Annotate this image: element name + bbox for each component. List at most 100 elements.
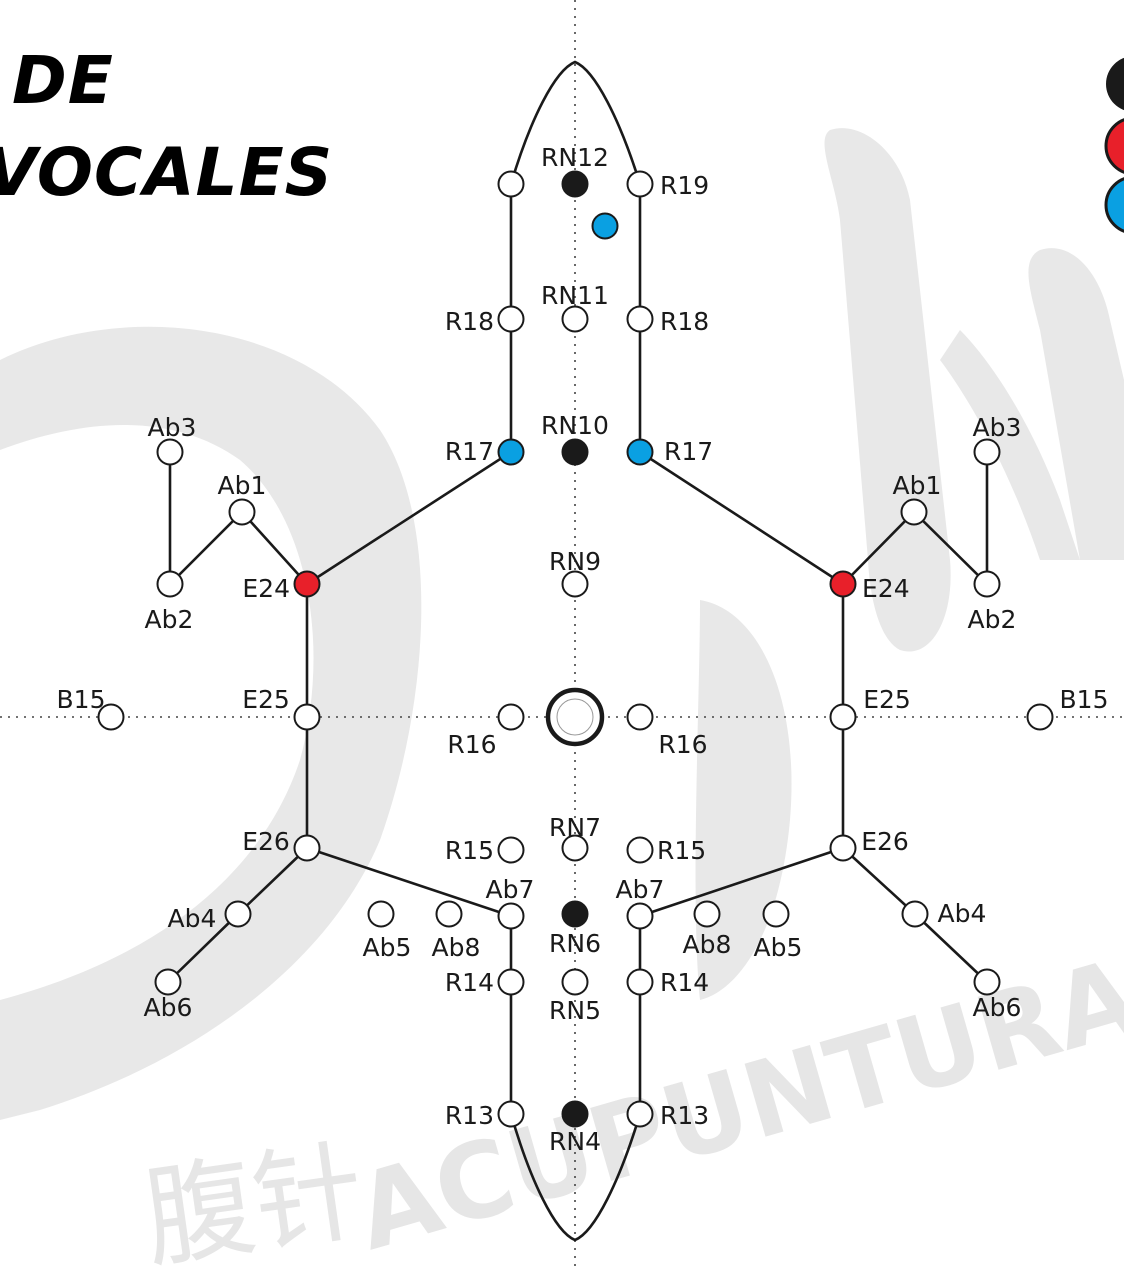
point-ab7-left: Ab7 — [486, 875, 535, 930]
point-e25-left: E25 — [242, 685, 321, 731]
point-marker-ab1-left — [228, 498, 256, 526]
point-e24-right: E24 — [829, 570, 910, 603]
watermark-brush-stroke-right-2 — [1028, 248, 1124, 560]
point-marker-e25-right — [829, 703, 857, 731]
point-marker-e26-left — [293, 834, 321, 862]
point-marker-r17-left — [497, 438, 525, 466]
point-marker-ab5-left — [367, 900, 395, 928]
point-marker-blue-upper — [591, 212, 619, 240]
point-label-e26-right: E26 — [861, 827, 909, 856]
point-label-r18-left: R18 — [445, 307, 494, 336]
point-label-b15-left: B15 — [57, 685, 106, 714]
point-label-r15-left: R15 — [445, 836, 494, 865]
point-marker-ab4-left — [224, 900, 252, 928]
point-label-e25-right: E25 — [863, 685, 911, 714]
point-rn12: RN12 — [541, 143, 609, 198]
point-ab6-left: Ab6 — [144, 968, 192, 1022]
point-marker-e24-right — [829, 570, 857, 598]
point-r14-right: R14 — [626, 968, 709, 997]
point-marker-ab7-right — [626, 902, 654, 930]
point-label-e26-left: E26 — [242, 827, 290, 856]
point-label-ab7-right: Ab7 — [616, 875, 665, 904]
point-label-rn11: RN11 — [541, 281, 609, 310]
point-label-ab7-left: Ab7 — [486, 875, 535, 904]
point-ab4-left: Ab4 — [168, 900, 252, 933]
point-rn9: RN9 — [549, 547, 601, 598]
point-ab3-left: Ab3 — [148, 413, 196, 466]
point-label-rn6: RN6 — [549, 929, 601, 958]
point-marker-r16-left — [497, 703, 525, 731]
point-r16-left: R16 — [447, 703, 525, 759]
point-label-r14-left: R14 — [445, 968, 494, 997]
point-label-ab1-left: Ab1 — [218, 471, 267, 500]
point-r15-left: R15 — [445, 836, 525, 865]
point-e26-left: E26 — [242, 827, 321, 862]
point-r18-right: R18 — [626, 305, 709, 336]
point-r19-right: R19 — [626, 170, 709, 200]
point-rn11: RN11 — [541, 281, 609, 333]
point-label-ab4-left: Ab4 — [168, 904, 217, 933]
point-label-ab5-left: Ab5 — [363, 933, 412, 962]
point-marker-r13-right — [626, 1100, 654, 1128]
left-e26-ab7-line — [306, 846, 512, 918]
point-label-ab1-right: Ab1 — [893, 471, 942, 500]
point-marker-e25-left — [293, 703, 321, 731]
point-label-rn7: RN7 — [549, 813, 601, 842]
point-marker-ab5-right — [762, 900, 790, 928]
point-rn7: RN7 — [549, 813, 601, 862]
point-b15-left: B15 — [57, 685, 125, 731]
point-marker-ab6-right — [973, 968, 1001, 996]
point-rn5: RN5 — [549, 968, 601, 1025]
point-label-rn5: RN5 — [549, 996, 601, 1025]
point-label-r17-right: R17 — [664, 437, 713, 466]
point-label-r15-right: R15 — [657, 836, 706, 865]
point-marker-rn7 — [561, 834, 589, 862]
point-marker-rn4 — [561, 1100, 589, 1128]
point-marker-r19-right — [626, 170, 654, 198]
point-marker-ab2-left — [156, 570, 184, 598]
legend-red-dot — [1104, 118, 1124, 174]
watermark-brush-stroke-mid — [695, 600, 792, 1000]
point-marker-ab7-left — [497, 902, 525, 930]
point-marker-r16-right — [626, 703, 654, 731]
point-label-r17-left: R17 — [445, 437, 494, 466]
point-label-r13-left: R13 — [445, 1101, 494, 1130]
point-marker-b15-right — [1026, 703, 1054, 731]
point-r14-left: R14 — [445, 968, 525, 997]
point-marker-r14-left — [497, 968, 525, 996]
point-marker-ab2-right — [973, 570, 1001, 598]
watermark-chinese: 腹针 — [136, 1126, 372, 1271]
title-line-1: DE — [12, 42, 114, 119]
navel-outer-ring — [545, 687, 605, 747]
point-marker-e26-right — [829, 834, 857, 862]
point-label-r14-right: R14 — [660, 968, 709, 997]
right-ab-branch — [842, 452, 989, 588]
point-label-ab5-right: Ab5 — [754, 933, 803, 962]
point-ab5-right: Ab5 — [754, 900, 803, 962]
upper-arch-line — [509, 60, 642, 185]
legend-blue-dot — [1104, 177, 1124, 233]
point-ab1-right: Ab1 — [893, 471, 942, 526]
point-marker-r18-right — [626, 305, 654, 333]
point-marker-rn10 — [561, 438, 589, 466]
point-r16-right: R16 — [626, 703, 708, 759]
point-ab2-left: Ab2 — [145, 570, 193, 634]
point-ab8-right: Ab8 — [683, 900, 732, 959]
point-r13-left: R13 — [445, 1100, 525, 1130]
point-ab1-left: Ab1 — [218, 471, 267, 526]
point-label-r16-right: R16 — [658, 730, 707, 759]
point-r18-left: R18 — [445, 305, 525, 336]
point-marker-ab1-right — [900, 498, 928, 526]
point-marker-r18-left — [497, 305, 525, 333]
point-rn6: RN6 — [549, 900, 601, 958]
navel-inner-ring — [556, 698, 594, 736]
point-ab4-right: Ab4 — [901, 899, 986, 928]
point-marker-ab3-right — [973, 438, 1001, 466]
point-marker-r14-right — [626, 968, 654, 996]
point-e24-left: E24 — [242, 570, 321, 603]
point-blue-upper — [591, 212, 619, 240]
point-marker-r17-right — [626, 438, 654, 466]
point-r15-right: R15 — [626, 836, 706, 865]
point-label-ab8-right: Ab8 — [683, 930, 732, 959]
